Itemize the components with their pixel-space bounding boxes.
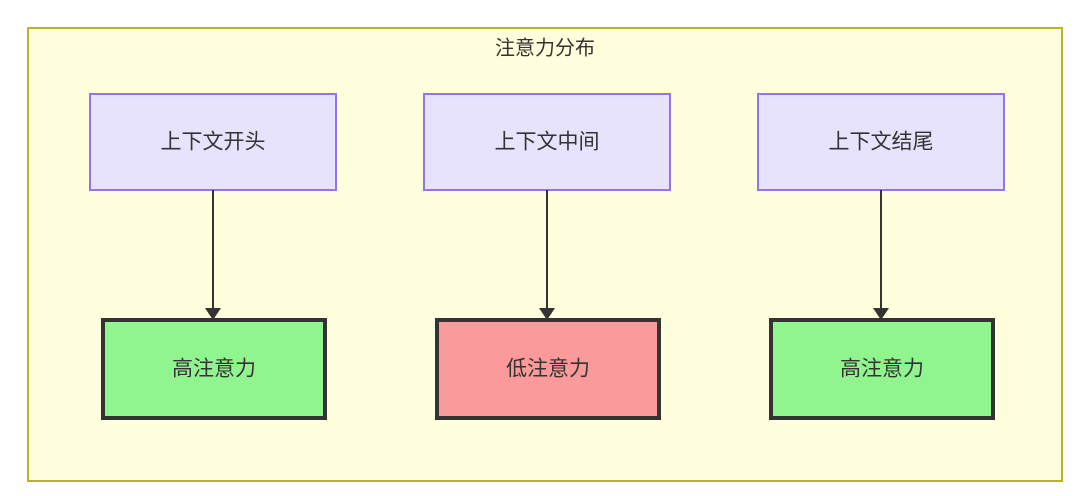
node-attention-start-label: 高注意力: [172, 358, 256, 381]
column-middle: 上下文中间 低注意力: [423, 93, 671, 420]
column-end: 上下文结尾 高注意力: [757, 93, 1005, 420]
node-attention-end[interactable]: [769, 318, 995, 420]
node-attention-middle-label: 低注意力: [506, 358, 590, 381]
node-context-start[interactable]: [89, 93, 337, 191]
node-context-end-label: 上下文结尾: [829, 131, 934, 154]
edge-end-arrowhead: [873, 308, 889, 320]
node-context-middle-label: 上下文中间: [495, 131, 600, 154]
edge-start-arrowhead: [205, 308, 221, 320]
edge-middle-arrowhead: [539, 308, 555, 320]
subgraph-title: 注意力分布: [495, 36, 595, 59]
node-attention-middle[interactable]: [435, 318, 661, 420]
node-attention-end-label: 高注意力: [840, 358, 924, 381]
node-attention-start[interactable]: [101, 318, 327, 420]
node-context-middle[interactable]: [423, 93, 671, 191]
node-context-start-label: 上下文开头: [161, 131, 266, 154]
column-start: 上下文开头 高注意力: [89, 93, 337, 420]
